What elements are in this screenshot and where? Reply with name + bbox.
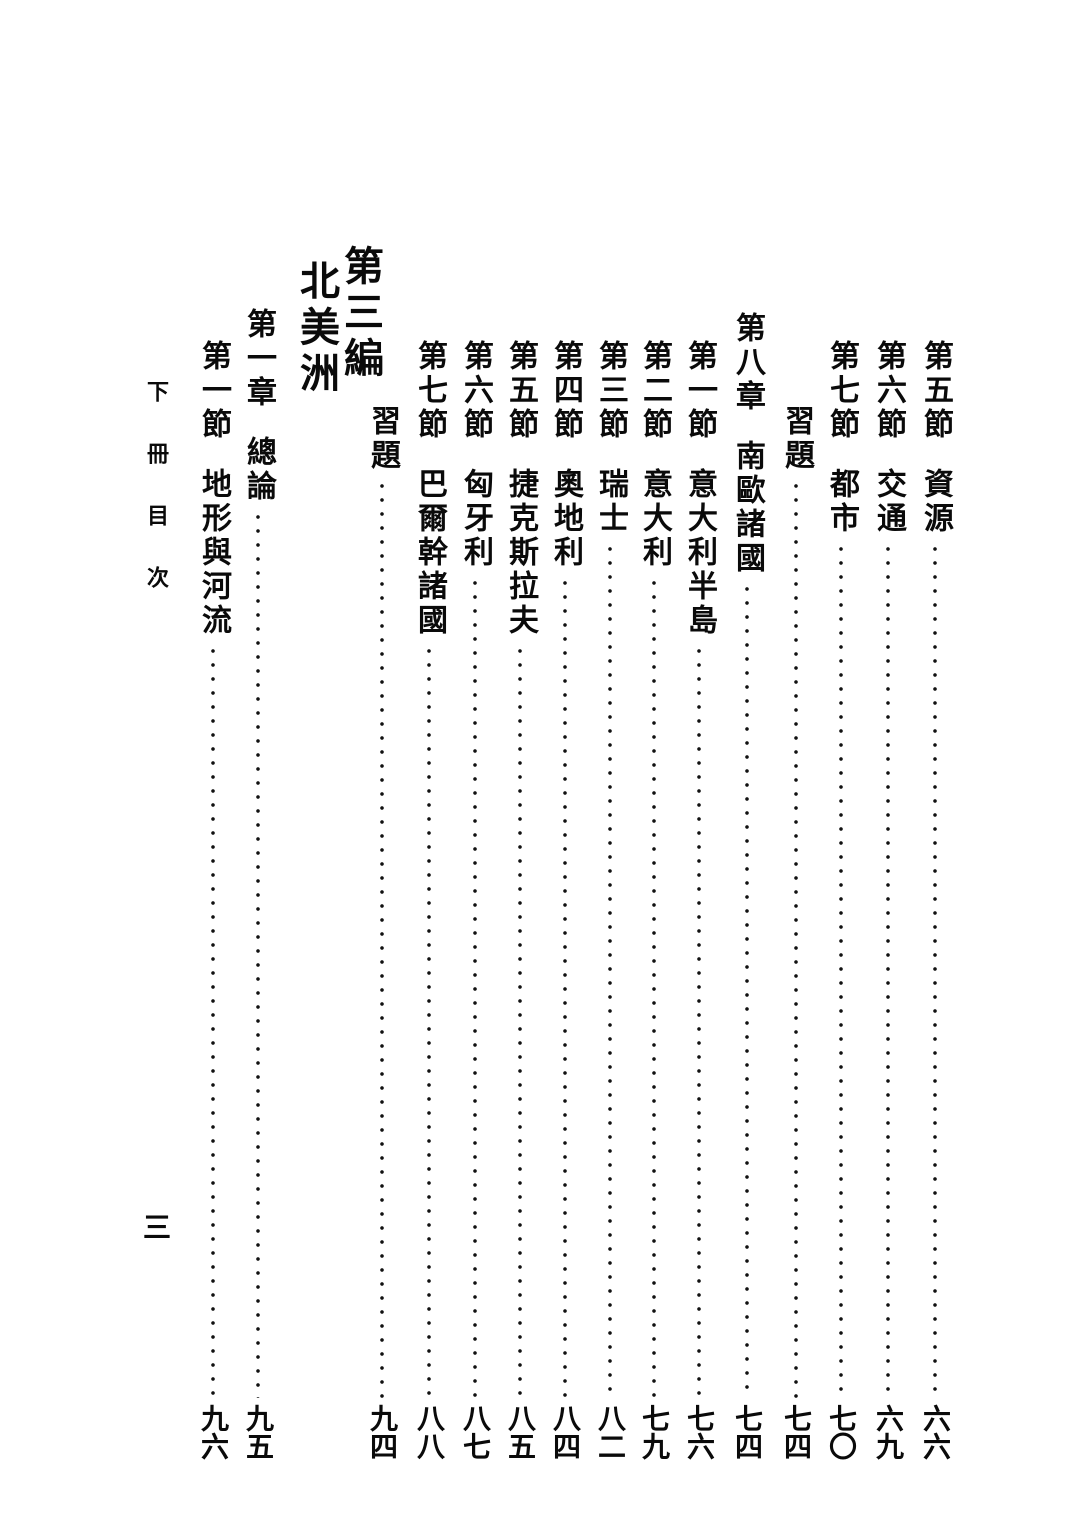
- toc-entry[interactable]: 習題 九四: [364, 405, 400, 1460]
- entry-page: 九五: [242, 1404, 275, 1460]
- entry-label: 第四節: [548, 340, 583, 442]
- page-number: 三: [143, 1211, 172, 1244]
- entry-title: 習題: [365, 405, 400, 473]
- entry-title: 意大利半島: [682, 468, 717, 638]
- toc-entry[interactable]: 習題 七四: [778, 405, 814, 1460]
- dot-leader: [608, 542, 612, 1398]
- entry-page: 七〇: [825, 1404, 858, 1460]
- part-title: 北美洲: [293, 260, 340, 398]
- entry-label: 第一節: [682, 340, 717, 442]
- dot-leader: [886, 542, 890, 1398]
- toc-entry[interactable]: 第七節 都市 七〇: [823, 340, 859, 1460]
- dot-leader: [256, 510, 260, 1398]
- toc-entry[interactable]: 第三節 瑞士 八二: [592, 340, 628, 1460]
- entry-page: 八七: [459, 1404, 492, 1460]
- running-header: 下冊目次: [143, 380, 169, 628]
- entry-title: 地形與河流: [196, 468, 231, 638]
- entry-label: 第一章: [241, 308, 276, 410]
- entry-title: 都市: [824, 468, 859, 536]
- entry-page: 八八: [413, 1404, 446, 1460]
- dot-leader: [211, 644, 215, 1398]
- toc-entry[interactable]: 第六節 交通 六九: [870, 340, 906, 1460]
- entry-label: 第二節: [637, 340, 672, 442]
- entry-page: 七四: [780, 1404, 813, 1460]
- entry-page: 六九: [872, 1404, 905, 1460]
- entry-label: 第八章: [730, 312, 765, 414]
- entry-title: 意大利: [637, 468, 672, 570]
- dot-leader: [380, 479, 384, 1398]
- entry-page: 六六: [919, 1404, 952, 1460]
- dot-leader: [794, 479, 798, 1398]
- entry-page: 七四: [731, 1404, 764, 1460]
- toc-entry[interactable]: 第七節 巴爾幹諸國 八八: [411, 340, 447, 1460]
- entry-title: 匈牙利: [458, 468, 493, 570]
- entry-label: 第七節: [412, 340, 447, 442]
- entry-page: 八二: [594, 1404, 627, 1460]
- entry-title: 交通: [871, 468, 906, 536]
- entry-label: 第六節: [458, 340, 493, 442]
- entry-title: 捷克斯拉夫: [503, 468, 538, 638]
- entry-label: 第六節: [871, 340, 906, 442]
- entry-label: 第五節: [503, 340, 538, 442]
- entry-label: 第五節: [918, 340, 953, 442]
- toc-entry[interactable]: 第六節 匈牙利 八七: [457, 340, 493, 1460]
- dot-leader: [427, 644, 431, 1398]
- entry-page: 九六: [197, 1404, 230, 1460]
- entry-label: 第一節: [196, 340, 231, 442]
- part-label: 第三編: [337, 245, 384, 383]
- toc-entry[interactable]: 第五節 捷克斯拉夫 八五: [502, 340, 538, 1460]
- dot-leader: [697, 644, 701, 1398]
- entry-title: 南歐諸國: [730, 440, 765, 576]
- toc-entry[interactable]: 第一章 總論 九五: [240, 308, 276, 1460]
- entry-page: 七九: [638, 1404, 671, 1460]
- entry-title: 資源: [918, 468, 953, 536]
- entry-label: 第七節: [824, 340, 859, 442]
- dot-leader: [933, 542, 937, 1398]
- toc-entry[interactable]: 第一節 意大利半島 七六: [681, 340, 717, 1460]
- entry-title: 瑞士: [593, 468, 628, 536]
- entry-title: 奧地利: [548, 468, 583, 570]
- toc-entry[interactable]: 第五節 資源 六六: [917, 340, 953, 1460]
- entry-label: 第三節: [593, 340, 628, 442]
- entry-title: 習題: [779, 405, 814, 473]
- dot-leader: [518, 644, 522, 1398]
- toc-entry[interactable]: 第二節 意大利 七九: [636, 340, 672, 1460]
- dot-leader: [652, 576, 656, 1398]
- toc-entry[interactable]: 第八章 南歐諸國 七四: [729, 312, 765, 1460]
- entry-page: 八四: [549, 1404, 582, 1460]
- entry-page: 八五: [504, 1404, 537, 1460]
- entry-page: 九四: [366, 1404, 399, 1460]
- entry-page: 七六: [683, 1404, 716, 1460]
- dot-leader: [563, 576, 567, 1398]
- toc-entry[interactable]: 第一節 地形與河流 九六: [195, 340, 231, 1460]
- dot-leader: [473, 576, 477, 1398]
- toc-entry[interactable]: 第四節 奧地利 八四: [547, 340, 583, 1460]
- entry-title: 總論: [241, 436, 276, 504]
- entry-title: 巴爾幹諸國: [412, 468, 447, 638]
- dot-leader: [745, 582, 749, 1398]
- dot-leader: [839, 542, 843, 1398]
- part-heading: 第三編 北美洲: [293, 245, 384, 413]
